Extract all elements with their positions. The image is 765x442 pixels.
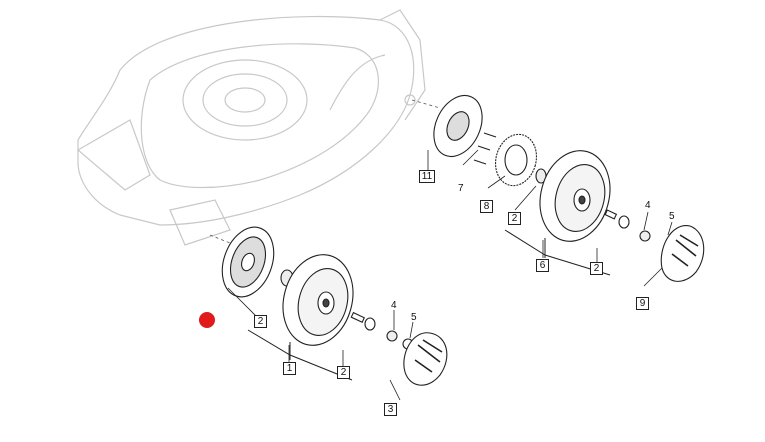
label-leaders [227,149,673,401]
label-part-5-a: 5 [411,312,417,323]
right-bracket-lines [504,229,611,276]
label-part-7: 7 [458,183,464,194]
label-part-11: 11 [419,170,435,183]
label-part-9: 9 [636,297,649,310]
left-hub-cap [403,332,448,386]
label-part-2-a: 2 [254,315,267,328]
right-wheel-assembly [433,94,705,282]
label-part-4-b: 4 [645,200,651,211]
left-washer-2 [364,317,376,331]
label-part-2-c: 2 [508,212,521,225]
label-part-4-a: 4 [391,300,397,311]
label-part-6: 6 [536,259,549,272]
label-part-1: 1 [283,362,296,375]
label-part-3: 3 [384,403,397,416]
red-marker-dot [199,312,215,328]
right-hub-cap [660,225,705,282]
left-wheel-assembly [221,226,448,386]
left-nut [386,330,398,342]
leader-lines [209,99,441,246]
label-part-2-d: 2 [590,262,603,275]
left-axle-bolt [350,311,366,323]
right-nut [639,230,651,242]
mower-deck [76,9,426,246]
label-part-5-b: 5 [669,211,675,222]
left-bracket-lines [247,329,353,381]
right-washer-2 [618,215,630,229]
label-part-2-b: 2 [337,366,350,379]
label-part-8: 8 [480,200,493,213]
right-axle-bolt [604,209,618,220]
